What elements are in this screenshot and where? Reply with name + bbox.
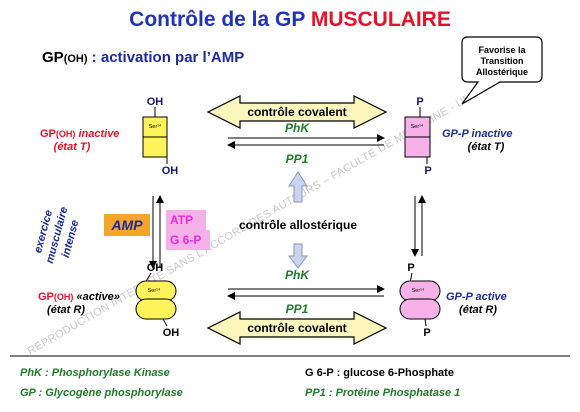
legend-gp: GP : Glycogène phosphorylase [20,387,183,399]
exercise-label: exercice musculaire intense [32,206,81,265]
callout-line-2: Transition [480,56,523,66]
allosteric-label: contrôle allostérique [239,218,357,232]
top-covalent-label: contrôle covalent [247,105,346,119]
etat-t-left-label: (état T) [54,141,91,153]
amp-label: AMP [110,217,143,233]
subtitle: GP(OH) : activation par l’AMP [42,49,244,66]
etat-t-right-label: (état T) [468,141,505,153]
gp-p-inactive-enzyme: P Ser¹⁴ P [404,96,432,177]
top-covalent-arrow: contrôle covalent [206,95,388,129]
p-bottom-label: P [423,327,430,339]
p-top-label: P [416,96,423,108]
amp-box [104,214,150,236]
legend-g6p: G 6-P : glucose 6-Phosphate [305,367,454,379]
top-pp1-label: PP1 [286,152,309,166]
oh-bottom-label: OH [162,165,179,177]
allosteric-down-arrow [288,243,308,269]
gp-oh-inactive-label: GP(OH) inactive [40,128,119,140]
ser14-label: Ser¹⁴ [412,287,425,294]
oh-bottom-label: OH [163,327,180,339]
oh-top-label: OH [147,96,164,108]
gp-p-active-label: GP-P active [446,291,507,303]
callout-line-3: Allostérique [476,67,528,77]
ser14-label: Ser¹⁴ [148,287,161,294]
top-phk-label: PhK [285,121,310,135]
gp-oh-inactive-enzyme: OH Ser¹⁴ OH [142,96,179,177]
gp-p-active-enzyme: P Ser¹⁴ P [399,262,441,339]
bottom-phk-label: PhK [285,268,310,282]
oh-top-label: OH [147,262,164,274]
bottom-covalent-arrow: contrôle covalent [206,311,388,345]
gp-p-inactive-label: GP-P inactive [442,128,513,140]
allosteric-up-arrow [288,171,308,203]
etat-r-left-label: (état R) [47,304,85,316]
ser14-label: Ser¹⁴ [149,123,162,130]
g6p-label: G 6-P [170,233,201,247]
callout-bubble: Favorise la Transition Allostérique [461,36,543,105]
atp-box [166,210,206,230]
page-title: Contrôle de la GP MUSCULAIRE [129,8,451,31]
gp-oh-active-enzyme: OH Ser¹⁴ OH [135,262,180,339]
ser14-label: Ser¹⁴ [411,123,424,130]
p-bottom-label: P [424,165,431,177]
bottom-covalent-label: contrôle covalent [247,321,346,335]
atp-label: ATP [170,213,193,227]
legend-pp1: PP1 : Protéine Phosphatase 1 [305,387,460,399]
gp-oh-active-label: GP(OH) «active» [38,291,120,303]
bottom-pp1-label: PP1 [286,302,309,316]
legend-phk: PhK : Phosphorylase Kinase [20,367,170,379]
callout-line-1: Favorise la [478,45,526,55]
p-top-label: P [407,262,414,274]
etat-r-right-label: (état R) [459,304,497,316]
g6p-box [166,230,210,250]
